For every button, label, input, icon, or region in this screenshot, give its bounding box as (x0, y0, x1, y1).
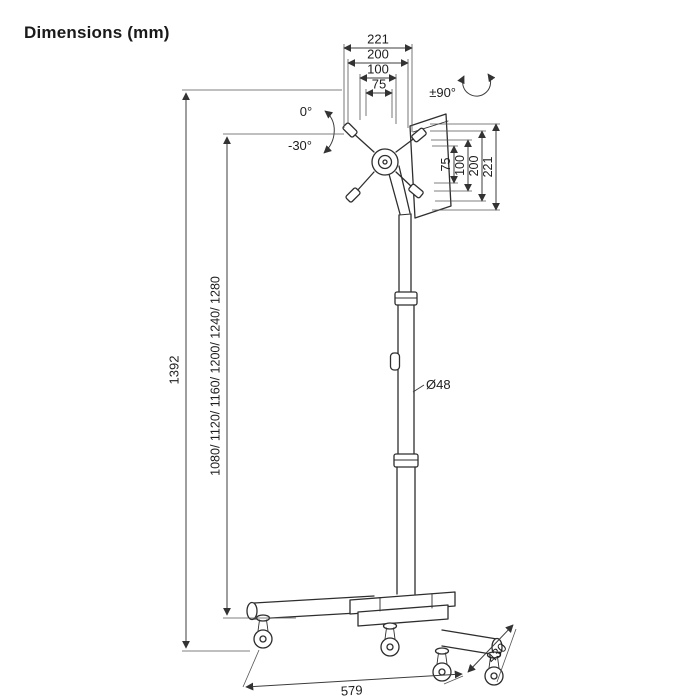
tilt-annotation: 0° -30° (288, 104, 335, 154)
dim-label-top-100: 100 (367, 62, 389, 77)
base-center-bracket (349, 591, 456, 627)
dim-label-side-221: 221 (481, 157, 495, 178)
side-vesa-dimensions: 75 100 200 221 (430, 123, 500, 211)
pole-diameter-annotation: Ø48 (412, 377, 451, 393)
caster-rear-left (253, 614, 273, 649)
dim-label-top-75: 75 (372, 77, 386, 92)
dim-label-top-200: 200 (367, 47, 389, 62)
base-width-dimension: 579 (242, 649, 464, 699)
overall-height-dimension: 1392 (167, 89, 342, 652)
pole (389, 213, 419, 595)
height-adjustment-label: 1080/ 1120/ 1160/ 1200/ 1240/ 1280 (209, 276, 223, 476)
dim-label-side-75: 75 (439, 158, 453, 172)
swivel-annotation: ±90° (429, 73, 496, 100)
overall-height-label: 1392 (167, 356, 182, 385)
swivel-label: ±90° (429, 85, 456, 100)
caster-center (380, 622, 400, 657)
dim-label-top-221: 221 (367, 32, 389, 47)
pole-collar-upper (394, 291, 418, 306)
dim-label-side-200: 200 (467, 156, 481, 177)
page-title: Dimensions (mm) (24, 23, 170, 42)
dim-label-side-100: 100 (453, 155, 467, 176)
tilt-up-label: 0° (300, 104, 312, 119)
vesa-mount (342, 113, 452, 219)
swivel-arrow-icon (457, 73, 496, 97)
pole-collar-lower (393, 453, 419, 468)
base-width-label: 579 (340, 682, 363, 698)
height-adjustment-dimension: 1080/ 1120/ 1160/ 1200/ 1240/ 1280 (209, 133, 344, 619)
vesa-arms (342, 122, 427, 203)
top-vesa-dimensions: 221 200 100 75 (343, 32, 413, 132)
base-assembly (246, 591, 504, 686)
cable-clip (389, 352, 401, 371)
base-depth-label: 430 (484, 640, 510, 666)
tilt-down-label: -30° (288, 138, 312, 153)
tilt-arrow-icon (323, 110, 335, 154)
pole-diameter-label: Ø48 (426, 377, 451, 392)
vesa-center-hub (371, 148, 399, 176)
